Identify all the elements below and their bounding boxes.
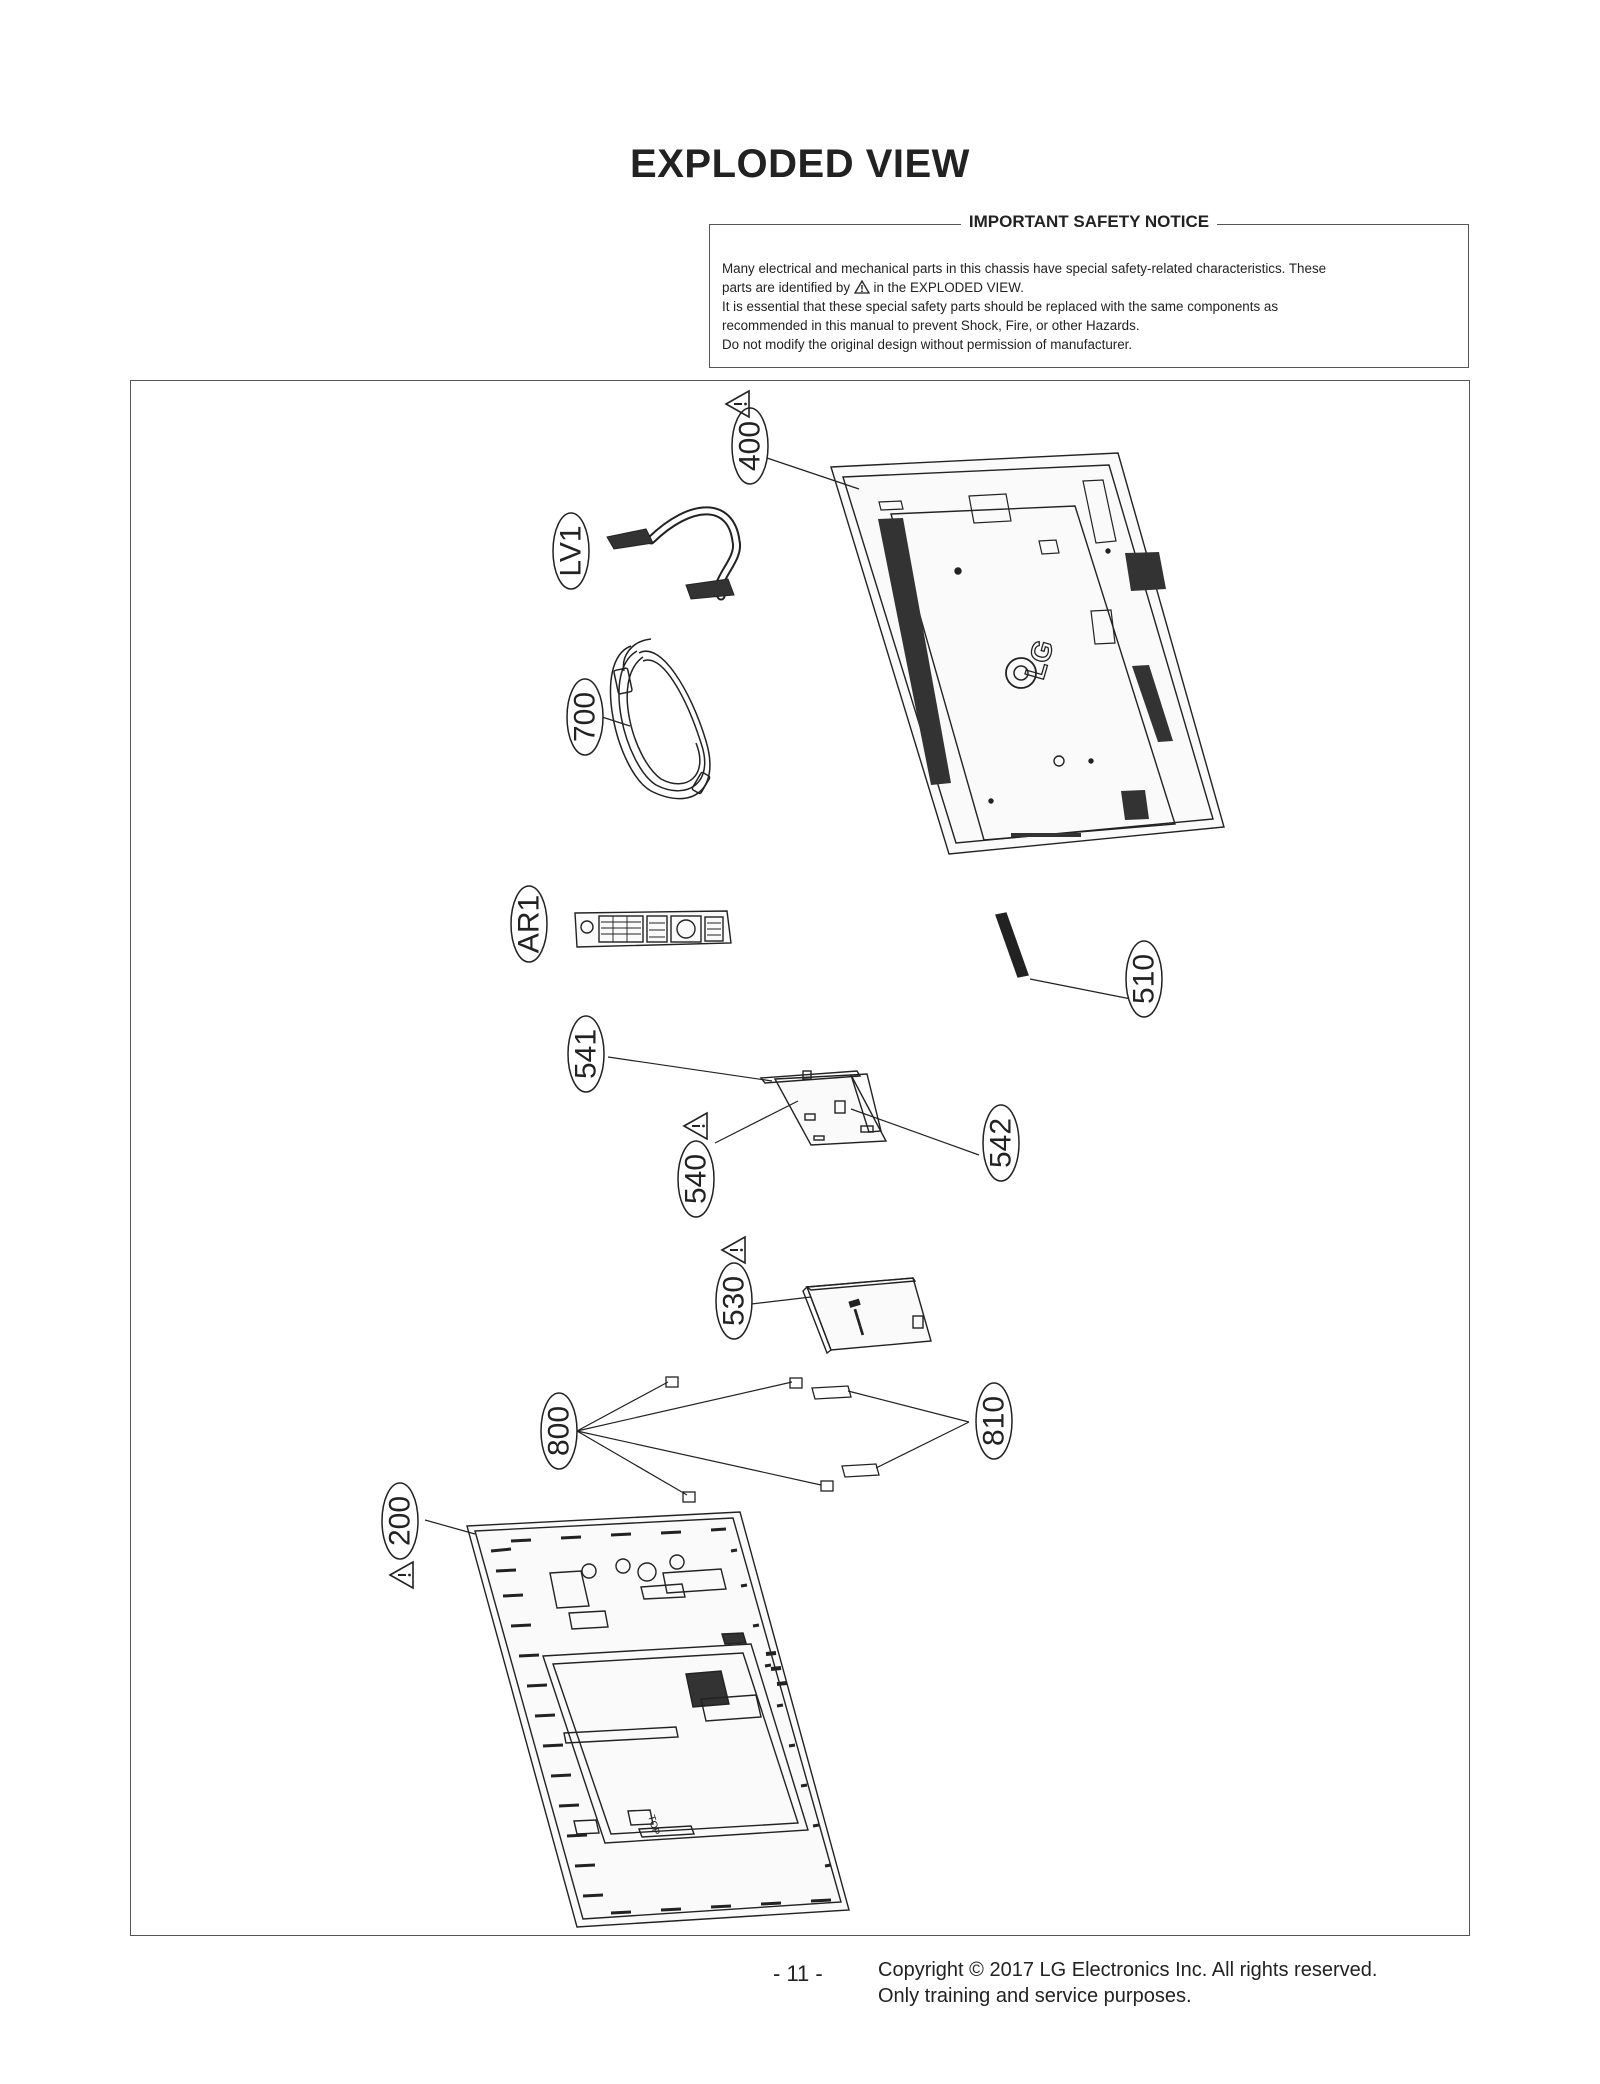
warning-icon [389,1561,414,1589]
part-label-lv1: LV1 [555,525,588,576]
copyright-line: Copyright © 2017 LG Electronics Inc. All… [878,1959,1378,1981]
part-label-ellipses [381,407,1163,1560]
safety-notice-body: Many electrical and mechanical parts in … [722,259,1456,354]
notice-line: Do not modify the original design withou… [722,337,1133,352]
part-label-800: 800 [543,1406,576,1456]
page-number: - 11 - [773,1961,823,1986]
bracket-parts [665,1376,880,1503]
remote-control-part [574,910,732,948]
warning-icon [721,1236,746,1264]
exploded-view-diagram: LG [130,380,1470,1936]
warning-icon [683,1112,708,1140]
part-label-810: 810 [978,1396,1011,1446]
part-label-541: 541 [570,1029,603,1079]
notice-line: parts are identified by in the EXPLODED … [722,280,1024,295]
safety-notice: IMPORTANT SAFETY NOTICE Many electrical … [709,212,1469,368]
part-label-542: 542 [985,1118,1018,1168]
copyright-line: Only training and service purposes. [878,1985,1192,2007]
exploded-view-svg: LG [381,390,1225,1928]
notice-line: It is essential that these special safet… [722,299,1279,314]
safety-notice-title: IMPORTANT SAFETY NOTICE [960,212,1218,231]
front-frame-board-text: TOP [645,1814,661,1837]
part-label-200: 200 [384,1496,417,1546]
power-board-part: █ ▬▬▬ [802,1277,932,1355]
part-label-ar1: AR1 [513,895,546,953]
warning-icon [853,280,870,294]
back-cover-part [830,452,1225,855]
power-cord-part [609,638,711,800]
part-label-530: 530 [718,1276,751,1326]
page-title: EXPLODED VIEW [630,142,970,186]
power-button-part [995,912,1029,978]
lvds-cable-part [606,506,741,601]
notice-line: recommended in this manual to prevent Sh… [722,318,1140,333]
notice-line: Many electrical and mechanical parts in … [722,261,1327,276]
front-frame-part [466,1511,850,1928]
part-label-540: 540 [680,1154,713,1204]
part-label-400: 400 [734,421,767,471]
copyright-notice: Copyright © 2017 LG Electronics Inc. All… [878,1957,1377,2009]
part-label-700: 700 [569,692,602,742]
part-label-510: 510 [1128,954,1161,1004]
main-board-part [759,1070,888,1146]
